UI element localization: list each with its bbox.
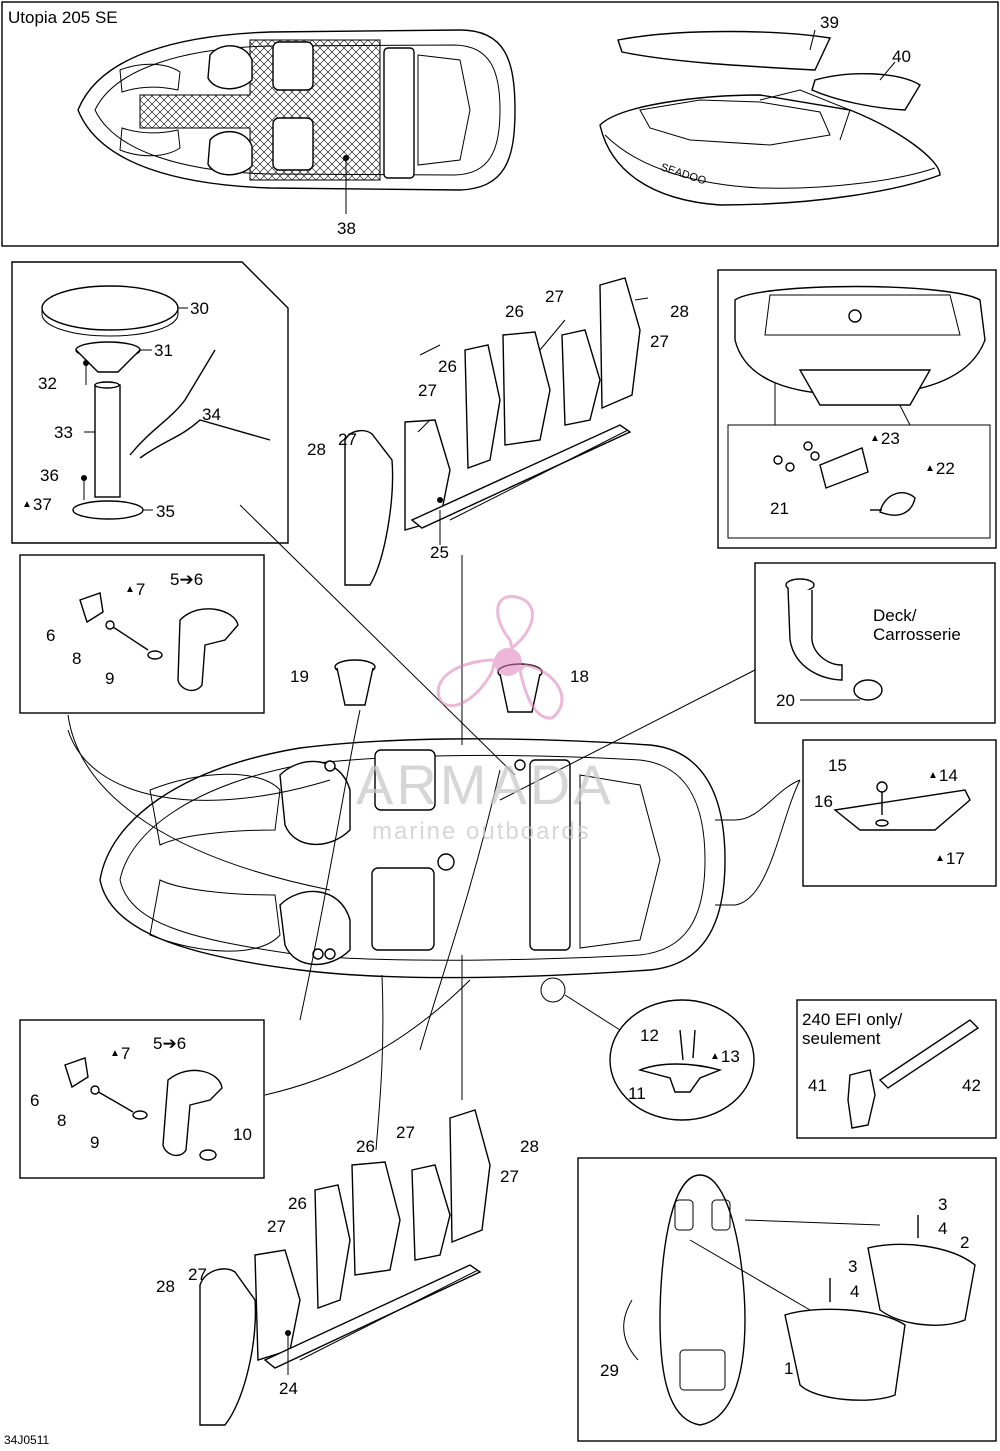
efi-note-line1: 240 EFI only/ bbox=[802, 1010, 903, 1029]
deck-note-line1: Deck/ bbox=[873, 606, 917, 625]
drawing-code: 34J0511 bbox=[4, 1433, 50, 1447]
part-label-27h: 27 bbox=[188, 1265, 207, 1284]
part-label-28b: 28 bbox=[670, 302, 689, 321]
part-label-16: 16 bbox=[814, 792, 833, 811]
part-label-3b: 3 bbox=[848, 1257, 858, 1276]
efi-parts bbox=[847, 1019, 980, 1129]
watermark-brand: ARMADA bbox=[356, 753, 614, 816]
deck-note-line2: Carrosserie bbox=[873, 625, 961, 644]
part-label-31: 31 bbox=[154, 341, 173, 360]
part-label-28c: 28 bbox=[520, 1137, 539, 1156]
part-label-32: 32 bbox=[38, 374, 57, 393]
part-label-7b: 7 bbox=[110, 1045, 130, 1062]
part-label-12: 12 bbox=[640, 1026, 659, 1045]
part-label-15: 15 bbox=[828, 756, 847, 775]
drain-fitting bbox=[785, 578, 883, 701]
grab-handle-panel-frame bbox=[19, 554, 265, 714]
part-label-33: 33 bbox=[54, 423, 73, 442]
model-title: Utopia 205 SE bbox=[8, 8, 118, 27]
part-label-20: 20 bbox=[776, 691, 795, 710]
part-label-3a: 3 bbox=[938, 1195, 948, 1214]
part-label-6a: 6 bbox=[46, 626, 56, 645]
part-label-28a: 28 bbox=[307, 440, 326, 459]
part-label-27g: 27 bbox=[267, 1217, 286, 1236]
part-label-27c: 27 bbox=[545, 287, 564, 306]
part-label-27e: 27 bbox=[396, 1123, 415, 1142]
boat-plan-main bbox=[99, 738, 735, 979]
part-label-26d: 26 bbox=[288, 1194, 307, 1213]
part-label-10: 10 bbox=[233, 1125, 252, 1144]
boat-plan-top bbox=[77, 29, 516, 214]
cleat-detail-frame bbox=[609, 999, 755, 1121]
part-label-8a: 8 bbox=[72, 649, 82, 668]
drain-panel-frame bbox=[754, 562, 996, 724]
part-label-42: 42 bbox=[962, 1076, 981, 1095]
stern-view bbox=[734, 285, 986, 516]
part-label-27b: 27 bbox=[418, 381, 437, 400]
efi-note-line2: seulement bbox=[802, 1029, 881, 1048]
part-label-2: 2 bbox=[960, 1233, 970, 1252]
lower-side-panels bbox=[199, 1109, 491, 1426]
part-label-23: 23 bbox=[870, 430, 900, 447]
part-label-27f: 27 bbox=[500, 1167, 519, 1186]
stern-panel-frame bbox=[717, 269, 997, 549]
stern-inset-frame bbox=[727, 424, 991, 539]
part-label-24: 24 bbox=[279, 1379, 298, 1398]
storage-bins bbox=[689, 1215, 976, 1401]
efi-panel-frame bbox=[796, 999, 997, 1139]
cover-plate bbox=[833, 781, 971, 831]
part-label-39: 39 bbox=[820, 13, 839, 32]
part-label-7a: 7 bbox=[125, 581, 145, 598]
part-label-17: 17 bbox=[935, 850, 965, 867]
part-label-11: 11 bbox=[628, 1084, 646, 1103]
watermark-logo bbox=[436, 595, 564, 720]
upper-side-panels bbox=[344, 277, 649, 586]
boat-covers bbox=[617, 29, 921, 111]
part-label-5b: 5➔6 bbox=[153, 1034, 187, 1053]
cleat bbox=[637, 1029, 723, 1093]
top-panel-frame bbox=[1, 1, 999, 247]
storage-panel-frame bbox=[577, 1157, 997, 1442]
part-label-4a: 4 bbox=[938, 1219, 948, 1238]
part-label-8b: 8 bbox=[57, 1111, 67, 1130]
part-label-5a: 5➔6 bbox=[170, 570, 204, 589]
part-label-37: 37 bbox=[22, 496, 52, 513]
part-label-29: 29 bbox=[600, 1361, 619, 1380]
boat-3d-view: SEADOO bbox=[599, 89, 941, 206]
part-label-34: 34 bbox=[202, 405, 221, 424]
part-label-41: 41 bbox=[808, 1076, 827, 1095]
part-label-27a: 27 bbox=[338, 430, 357, 449]
table-panel-frame bbox=[11, 261, 289, 544]
part-label-14: 14 bbox=[928, 767, 958, 784]
part-label-26a: 26 bbox=[438, 357, 457, 376]
part-label-19: 19 bbox=[290, 667, 309, 686]
part-label-25: 25 bbox=[430, 543, 449, 562]
grab-handle-upper bbox=[79, 592, 239, 692]
part-label-9b: 9 bbox=[90, 1133, 100, 1152]
part-label-28d: 28 bbox=[156, 1277, 175, 1296]
part-label-36: 36 bbox=[40, 466, 59, 485]
table-assembly bbox=[41, 285, 271, 520]
part-label-26b: 26 bbox=[505, 302, 524, 321]
part-label-38: 38 bbox=[337, 219, 356, 238]
part-label-18: 18 bbox=[570, 667, 589, 686]
part-label-26c: 26 bbox=[356, 1137, 375, 1156]
part-label-21: 21 bbox=[770, 499, 789, 518]
part-label-9a: 9 bbox=[105, 669, 115, 688]
watermark-tagline: marine outboards bbox=[372, 818, 591, 845]
part-label-27d: 27 bbox=[650, 332, 669, 351]
part-label-13: 13 bbox=[710, 1048, 740, 1065]
part-label-30: 30 bbox=[190, 299, 209, 318]
part-label-40: 40 bbox=[892, 47, 911, 66]
part-label-1: 1 bbox=[784, 1359, 794, 1378]
part-label-4b: 4 bbox=[850, 1282, 860, 1301]
grab-handle-panel-frame-2 bbox=[19, 1019, 265, 1179]
storage-boat bbox=[623, 1174, 746, 1426]
grab-handle-lower bbox=[64, 1057, 223, 1161]
part-label-6b: 6 bbox=[30, 1091, 40, 1110]
part-label-22: 22 bbox=[925, 460, 955, 477]
cover-panel-frame bbox=[802, 739, 997, 887]
part-label-35: 35 bbox=[156, 502, 175, 521]
